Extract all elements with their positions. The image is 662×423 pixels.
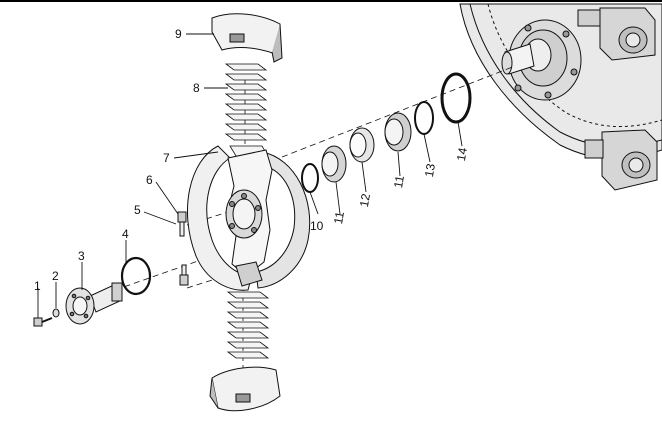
callout-14: 14 bbox=[454, 146, 470, 162]
leader-lines bbox=[37, 33, 463, 318]
callout-6: 6 bbox=[146, 173, 153, 187]
part-7-brake-carrier bbox=[186, 145, 311, 291]
part-1-screw bbox=[33, 317, 53, 327]
callout-9: 9 bbox=[175, 27, 182, 41]
part-9-bottom-shoe bbox=[209, 366, 281, 412]
part-14-seal-ring bbox=[440, 72, 472, 124]
part-3-flange-shaft bbox=[65, 282, 123, 325]
part-12-spacer-sleeve bbox=[349, 127, 375, 163]
part-8-pad-stack-top bbox=[224, 63, 269, 157]
callout-1: 1 bbox=[34, 279, 41, 293]
callout-11-right: 11 bbox=[391, 174, 407, 189]
callout-4: 4 bbox=[122, 227, 129, 241]
part-13-retaining-ring bbox=[414, 101, 434, 135]
part-9-top-shoe bbox=[211, 13, 283, 63]
callout-3: 3 bbox=[78, 249, 85, 263]
part-11-bearing-right bbox=[384, 112, 412, 152]
callout-13: 13 bbox=[422, 162, 438, 178]
part-10-snap-ring bbox=[301, 163, 319, 193]
part-6-bolt bbox=[177, 211, 189, 286]
callout-10: 10 bbox=[310, 219, 324, 233]
part-11-bearing-left bbox=[321, 145, 347, 183]
callout-11-left: 11 bbox=[331, 210, 347, 225]
callout-5: 5 bbox=[134, 203, 141, 217]
drive-housing bbox=[459, 3, 662, 191]
callout-7: 7 bbox=[163, 151, 170, 165]
callout-2: 2 bbox=[52, 269, 59, 283]
part-4-o-ring bbox=[120, 256, 152, 296]
callout-8: 8 bbox=[193, 81, 200, 95]
callout-12: 12 bbox=[357, 192, 373, 208]
callout-labels: 1 2 3 4 5 6 7 8 9 10 11 12 11 13 14 bbox=[34, 27, 470, 293]
part-2-washer bbox=[52, 308, 60, 318]
part-8-pad-stack-bottom bbox=[226, 291, 270, 359]
